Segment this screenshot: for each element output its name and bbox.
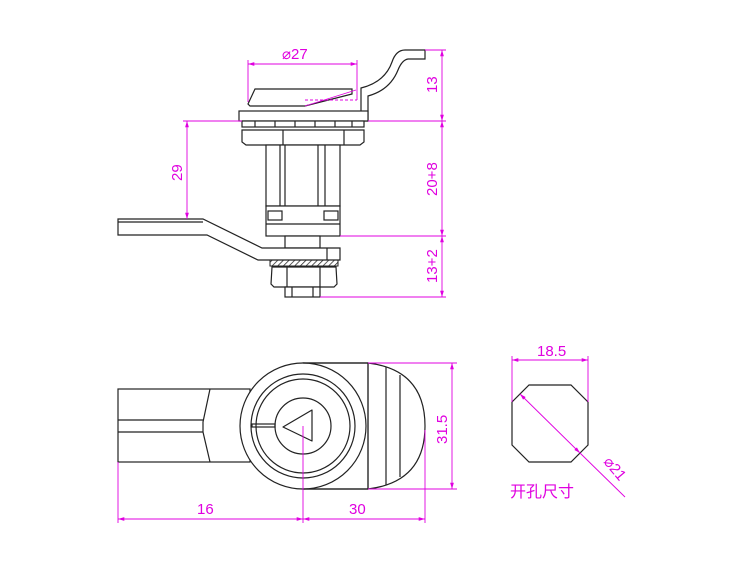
dim-bottom-length: 13+2 bbox=[424, 249, 441, 283]
cutout-view: 18.5 ⌀21 开孔尺寸 bbox=[510, 343, 629, 501]
dim-cutout-diameter: ⌀21 bbox=[600, 454, 630, 485]
cutout-label: 开孔尺寸 bbox=[510, 482, 574, 501]
dim-cap-diameter: ⌀27 bbox=[282, 46, 308, 63]
cap bbox=[247, 88, 353, 107]
base-plate bbox=[238, 110, 369, 122]
shaft bbox=[284, 235, 321, 249]
dim-lever-drop: 29 bbox=[169, 164, 186, 181]
side-dimensions: ⌀27 13 20+8 13+2 29 bbox=[169, 46, 446, 298]
hex-nut bbox=[241, 129, 365, 146]
triangle-key-icon bbox=[282, 409, 313, 442]
washer bbox=[241, 120, 365, 128]
dim-cutout-width: 18.5 bbox=[537, 343, 566, 360]
dim-body-length: 20+8 bbox=[424, 162, 441, 196]
lower-cam-lever bbox=[117, 218, 341, 261]
lock-washer bbox=[269, 259, 339, 267]
dim-lever-height: 13 bbox=[424, 76, 441, 93]
lock-body bbox=[265, 144, 341, 207]
lever-arm bbox=[117, 388, 251, 463]
bolt-end bbox=[284, 286, 321, 298]
front-dimensions: 31.5 16 30 bbox=[117, 362, 457, 523]
bottom-nut bbox=[270, 266, 338, 288]
dim-housing-length: 30 bbox=[349, 501, 366, 518]
front-view bbox=[117, 362, 426, 490]
dim-lever-length: 16 bbox=[197, 501, 214, 518]
upper-lever bbox=[360, 49, 426, 122]
side-view bbox=[117, 49, 426, 298]
dim-housing-width: 31.5 bbox=[434, 415, 451, 444]
